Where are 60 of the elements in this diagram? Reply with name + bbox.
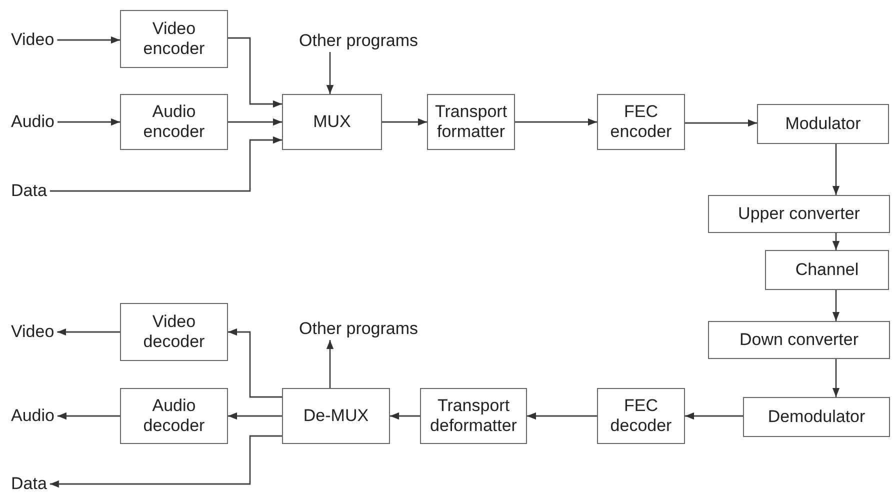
block-label: Down converter [739,330,859,350]
arrow [57,412,120,420]
process-block [708,321,890,359]
arrow [685,412,743,420]
block-label: Demodulator [768,407,866,427]
process-block [708,195,890,233]
process-block [765,250,889,290]
signal-label: Video [8,321,58,343]
block-label: Audio decoder [142,396,206,436]
block-label: Transport deformatter [429,396,518,436]
block-label: MUX [313,112,351,132]
process-block [743,397,890,437]
block-label: De-MUX [303,406,369,426]
arrow [685,119,757,127]
arrow [228,37,282,108]
block-label: Video encoder [142,19,206,59]
process-block [120,388,228,444]
arrow [57,328,120,336]
arrow [326,52,334,94]
block-label: FEC decoder [609,396,673,436]
process-block [427,94,515,150]
process-block [120,303,228,361]
arrow [832,144,840,195]
arrow [326,340,334,388]
signal-label: Other programs [296,30,422,52]
process-block [420,388,527,444]
arrow [57,36,120,44]
arrow [228,328,282,398]
signal-label: Data [8,473,50,495]
arrow [50,136,282,192]
arrow [832,359,840,397]
arrow [382,118,427,126]
arrow [515,118,597,126]
signal-label: Audio [8,405,58,427]
process-block [282,388,390,444]
arrow [527,412,597,420]
process-block [597,388,685,444]
block-label: Transport formatter [434,102,508,142]
block-label: Upper converter [738,204,860,224]
block-label: Channel [795,260,859,280]
arrow [57,118,120,126]
arrow [50,435,282,488]
arrow [832,290,840,321]
arrow [228,412,282,420]
block-label: Video decoder [142,312,206,352]
block-label: FEC encoder [609,102,673,142]
process-block [120,10,228,68]
arrow [390,412,420,420]
block-label: Audio encoder [142,102,206,142]
block-label: Modulator [785,114,861,134]
process-block [757,104,889,144]
process-block [282,94,382,150]
process-block [120,94,228,150]
arrow [228,118,282,126]
process-block [597,94,685,150]
signal-label: Data [8,180,50,202]
arrow [832,233,840,250]
signal-label: Audio [8,111,58,133]
signal-label: Other programs [296,318,422,340]
signal-label: Video [8,29,58,51]
